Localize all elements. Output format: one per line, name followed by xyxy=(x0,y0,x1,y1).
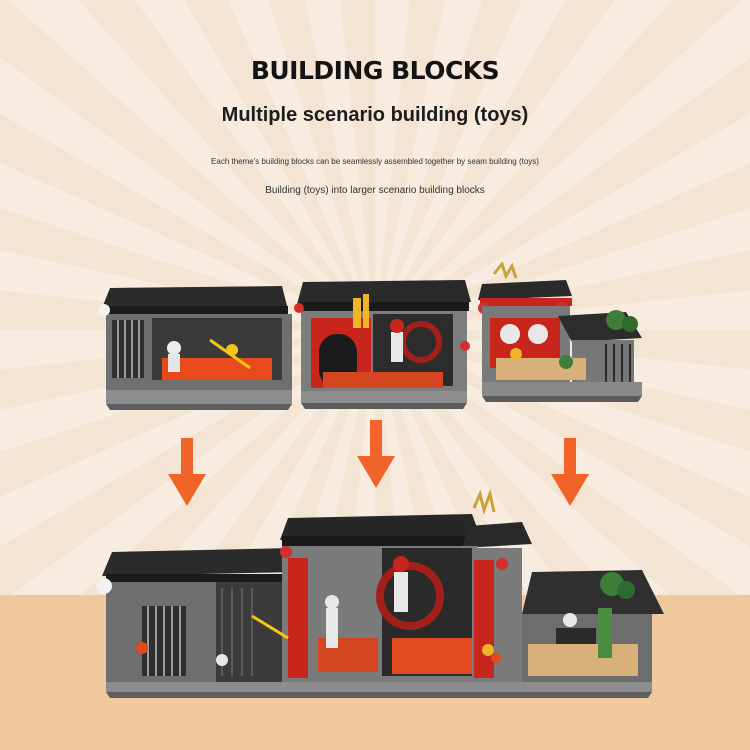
description-line-2: Building (toys) into larger scenario bui… xyxy=(265,185,485,196)
scene-module-center xyxy=(294,280,471,409)
scene-module-left xyxy=(98,286,292,410)
down-arrow-icon xyxy=(357,420,395,488)
scene-module-right xyxy=(478,262,642,402)
description-line-1: Each theme's building blocks can be seam… xyxy=(211,157,539,166)
combined-scene xyxy=(96,488,664,698)
page-title: BUILDING BLOCKS xyxy=(250,56,500,85)
down-arrow-icon xyxy=(551,438,589,506)
down-arrow-icon xyxy=(168,438,206,506)
page-subtitle: Multiple scenario building (toys) xyxy=(221,104,529,126)
